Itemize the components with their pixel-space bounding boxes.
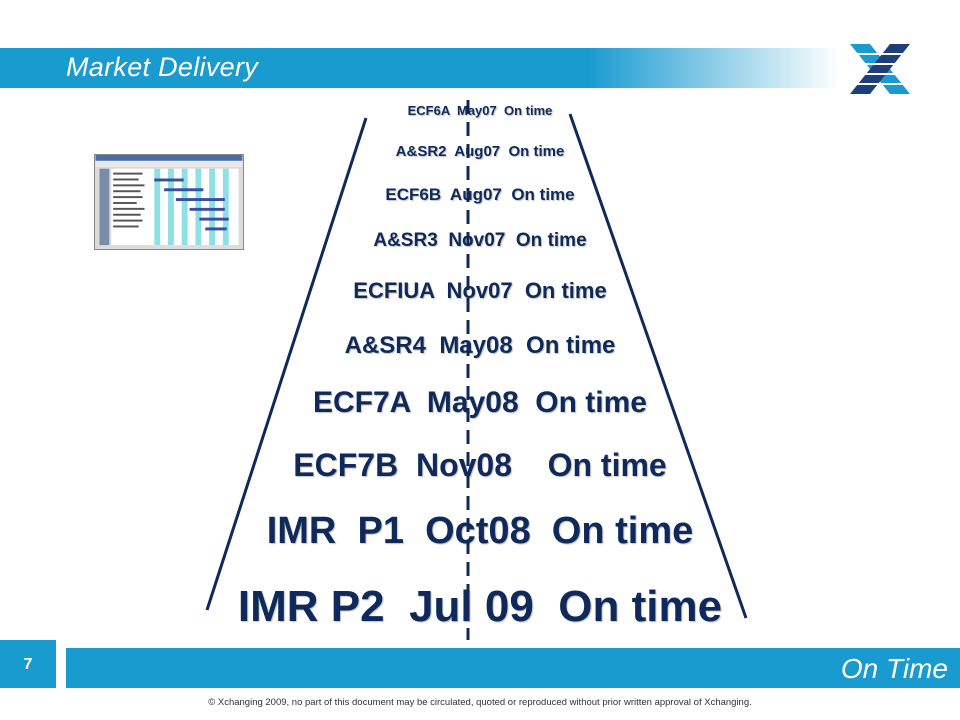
milestone-ecf6a: ECF6A May07 On time xyxy=(407,103,553,118)
milestone-imr-p1: IMR P1 Oct08 On time xyxy=(266,510,694,552)
funnel-right-edge xyxy=(568,113,748,619)
milestone-asr2: A&SR2 Aug07 On time xyxy=(395,143,565,160)
on-time-label: On Time xyxy=(840,653,948,684)
milestone-ecf7a: ECF7A May08 On time xyxy=(313,386,647,419)
milestone-ecf7b: ECF7B Nov08 On time xyxy=(293,447,667,483)
milestone-ecfiua: ECFIUA Nov07 On time xyxy=(353,278,607,303)
page-title: Market Delivery xyxy=(66,52,259,82)
milestone-ecf6b: ECF6B Aug07 On time xyxy=(385,185,575,204)
gantt-screenshot-thumbnail xyxy=(94,154,244,250)
milestone-asr4: A&SR4 May08 On time xyxy=(344,332,616,359)
page-number: 7 xyxy=(23,656,33,673)
funnel-left-edge xyxy=(205,117,368,611)
copyright-footer: © Xchanging 2009, no part of this docume… xyxy=(208,697,752,708)
page-number-box xyxy=(0,640,56,688)
milestone-asr3: A&SR3 Nov07 On time xyxy=(373,230,587,251)
footer-bar xyxy=(66,648,960,688)
xchanging-logo-icon xyxy=(848,44,912,94)
header-bar xyxy=(0,48,840,88)
milestone-imr-p2: IMR P2 Jul 09 On time xyxy=(237,582,723,631)
